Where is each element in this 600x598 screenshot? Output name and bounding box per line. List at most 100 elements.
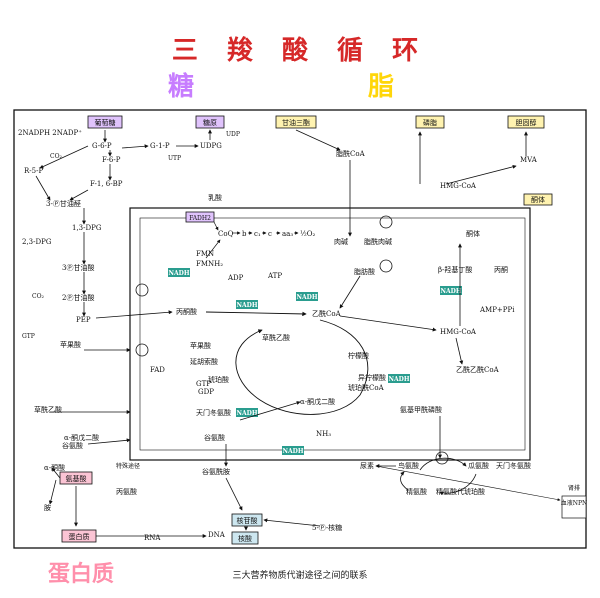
- udp-label: UDP: [226, 131, 240, 138]
- nadh-badge: NADH: [388, 374, 410, 383]
- protein-label: 蛋白质: [48, 561, 115, 587]
- succinate-label: 琥珀酸: [208, 375, 229, 384]
- phospholipid-text: 磷脂: [423, 118, 437, 127]
- amino-acid-text: 氨基酸: [66, 474, 87, 483]
- fat-label: 脂: [368, 72, 395, 102]
- fatty-acid-label: 脂肪酸: [354, 267, 375, 276]
- translocase-icon: [135, 343, 149, 357]
- fadh-text: FADH2: [189, 215, 211, 222]
- acylcoa-label: 脂酰CoA: [336, 149, 366, 158]
- nadh-badge-text: NADH: [440, 288, 461, 295]
- nh3-label: NH₃: [316, 430, 331, 438]
- ketoglutarate-label: α-酮戊二酸: [300, 397, 335, 406]
- coq-label: CoQ: [218, 230, 234, 238]
- malate-label-cyto: 苹果酸: [60, 340, 81, 349]
- half-o2-label: ½O₂: [300, 230, 316, 238]
- aa3-label: aa₃: [282, 230, 293, 238]
- amp-ppi-label: AMP+PPi: [479, 306, 515, 314]
- nucleotide-box: 核苷酸: [231, 513, 263, 527]
- triglyceride-box: 甘油三酯: [275, 115, 317, 129]
- gtp-label: GTP: [22, 333, 35, 340]
- oxaloacetate-cyto-label: 草酰乙酸: [34, 405, 62, 414]
- nadh-badge: NADH: [236, 300, 258, 309]
- protein-text: 蛋白质: [69, 532, 90, 541]
- ribose5p-label: 5-Ⓟ-核糖: [312, 523, 342, 532]
- pyruvate-label: 丙酮酸: [176, 307, 197, 316]
- ketone-small-box: 酮体: [523, 193, 553, 206]
- acetoacetyl-label: 乙酰乙酰CoA: [456, 365, 500, 374]
- translocase-icon: [379, 259, 393, 273]
- adp-label-1: ADP: [227, 274, 244, 282]
- pg3-label: 3Ⓟ甘油酸: [62, 263, 94, 272]
- nadph-label: 2NADPH 2NADP⁺: [18, 129, 82, 137]
- acetone-label: 丙酮: [494, 266, 508, 274]
- pg2-label: 2Ⓟ甘油酸: [62, 293, 94, 302]
- cytc1-label: c₁: [254, 230, 261, 238]
- glutamine-label: 谷氨酰胺: [202, 467, 230, 476]
- mva-label: MVA: [520, 156, 538, 164]
- protein-box: 蛋白质: [61, 529, 97, 543]
- citrulline-label: 瓜氨酸: [468, 461, 489, 470]
- translocase-icon: [435, 451, 449, 465]
- gdp-label: GDP: [198, 388, 214, 396]
- keto-body-b-label: β-羟基丁酸: [438, 265, 472, 274]
- f16bp-label: F-1, 6-BP: [90, 180, 123, 188]
- mitochondria-frame: [129, 207, 531, 461]
- malate-label: 苹果酸: [190, 341, 211, 350]
- fadh-box: FADH2: [185, 211, 215, 223]
- glycogen-text: 糖原: [203, 118, 217, 127]
- acylcarnitine-label: 脂酰肉碱: [364, 237, 392, 246]
- co2-label-1: CO₂: [50, 153, 63, 160]
- r5p-label: R-5-P: [24, 167, 43, 175]
- hmgcoa-label: HMG-CoA: [440, 328, 477, 336]
- succinylcoa-label: 琥珀酰CoA: [348, 383, 385, 392]
- triglyceride-text: 甘油三酯: [282, 118, 310, 127]
- cytc-label: c: [268, 230, 272, 238]
- fumarate-label: 延胡索酸: [190, 357, 218, 366]
- ketoglutarate-cyto-label: α-酮戊二酸: [64, 433, 99, 442]
- atp-label-1: ATP: [267, 272, 282, 280]
- nadh-badge-text: NADH: [296, 294, 317, 301]
- glutamate-cyto-label: 谷氨酸: [62, 441, 83, 450]
- udpg-label: UDPG: [200, 142, 222, 150]
- fmn-label: FMN: [196, 250, 214, 258]
- nucleic-box: 核酸: [231, 531, 259, 545]
- phospholipid-box: 磷脂: [415, 115, 445, 129]
- carnitine-label: 肉碱: [334, 237, 348, 246]
- citrate-label: 柠檬酸: [348, 351, 369, 360]
- cholesterol-box: 胆固醇: [507, 115, 545, 129]
- amino-acid-box: 氨基酸: [59, 471, 93, 485]
- utp-label: UTP: [168, 155, 181, 162]
- kidney-text: 肾排: [568, 484, 580, 492]
- aspartate-label-2: 天门冬氨酸: [496, 461, 531, 470]
- ketone-small-text: 酮体: [531, 195, 545, 204]
- translocase-icon: [379, 215, 393, 229]
- oxaloacetate-label: 草酰乙酸: [262, 333, 290, 342]
- hmgcoa-label-top: HMG-CoA: [440, 182, 477, 190]
- nadh-badge: NADH: [168, 268, 190, 277]
- sugar-label: 糖: [168, 72, 195, 102]
- aspartate-label: 天门冬氨酸: [196, 408, 231, 417]
- f6p-label: F-6-P: [102, 156, 121, 164]
- nucleic-text: 核酸: [238, 534, 252, 543]
- alanine-label: 丙氨酸: [116, 487, 137, 496]
- acetylcoa-label: 乙酰CoA: [312, 309, 342, 318]
- outer-frame: [13, 109, 587, 549]
- isocitrate-label: 异柠檬酸: [358, 373, 386, 382]
- ketone-label: 酮体: [466, 229, 480, 238]
- g1p-label: G-1-P: [150, 142, 170, 150]
- matrix-frame: [139, 217, 526, 451]
- glucose-box: 葡萄糖: [87, 115, 123, 129]
- nadh-badge: NADH: [440, 286, 462, 295]
- fmnh2-label: FMNH₂: [196, 260, 223, 268]
- special-label: 特殊途径: [116, 462, 140, 470]
- amine-label: 胺: [44, 503, 51, 512]
- lactate-label: 乳酸: [208, 193, 222, 202]
- nadh-badge: NADH: [282, 446, 304, 455]
- dpg23-label: 2,3-DPG: [22, 238, 52, 246]
- figure-caption: 三大营养物质代谢途径之间的联系: [232, 571, 368, 581]
- glyceraldehyde-label: 3-Ⓟ甘油醛: [46, 199, 81, 208]
- ornithine-label: 鸟氨酸: [398, 461, 419, 470]
- g6p-label: G-6-P: [92, 142, 112, 150]
